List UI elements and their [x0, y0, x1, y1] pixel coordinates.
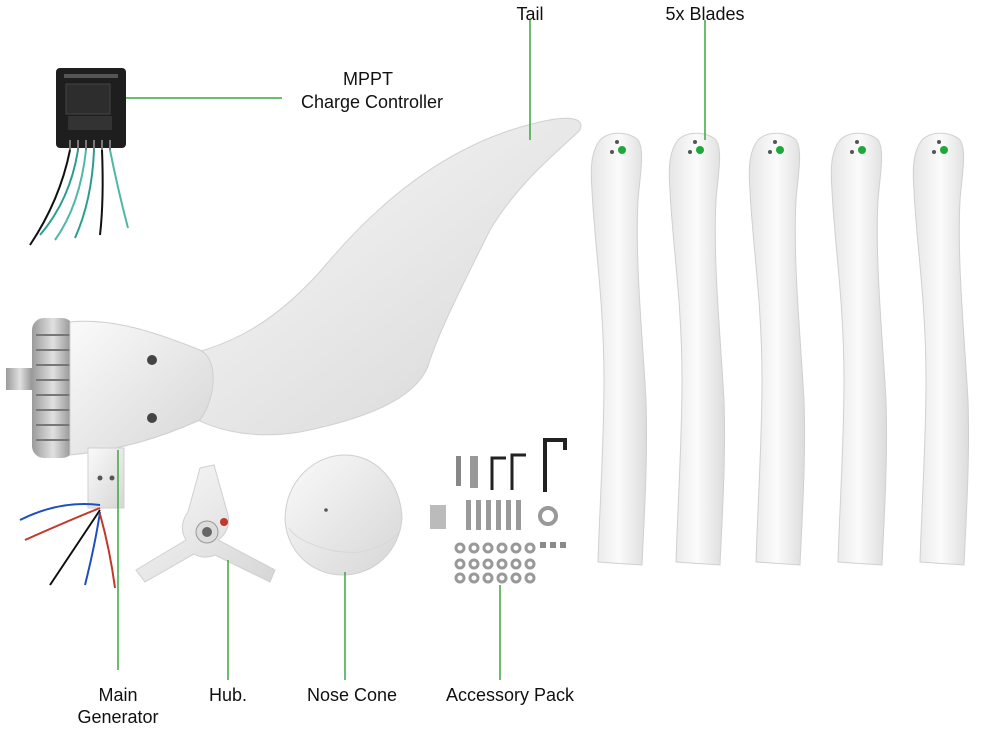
blade-5 — [912, 132, 970, 566]
blades-label: 5x Blades — [665, 4, 745, 24]
nose-cone-label: Nose Cone — [306, 685, 398, 705]
accessory-pack-label: Accessory Pack — [445, 685, 575, 705]
blade-2 — [668, 132, 726, 566]
main-generator-label-line1: Main — [98, 685, 138, 705]
main-generator — [6, 318, 214, 589]
blade-4 — [830, 132, 888, 566]
accessory-pack — [430, 438, 567, 584]
mppt-label-line2: Charge Controller — [300, 92, 444, 112]
hub-label: Hub. — [208, 685, 248, 705]
blade-1 — [590, 132, 648, 566]
mppt-label-line1: MPPT — [342, 69, 393, 89]
tail-label: Tail — [516, 4, 544, 24]
main-generator-label-line2: Generator — [77, 707, 159, 727]
tail — [159, 117, 582, 436]
blade-3 — [748, 132, 806, 566]
hub — [135, 464, 276, 583]
nose-cone — [284, 454, 403, 576]
mppt-charge-controller — [29, 68, 129, 246]
